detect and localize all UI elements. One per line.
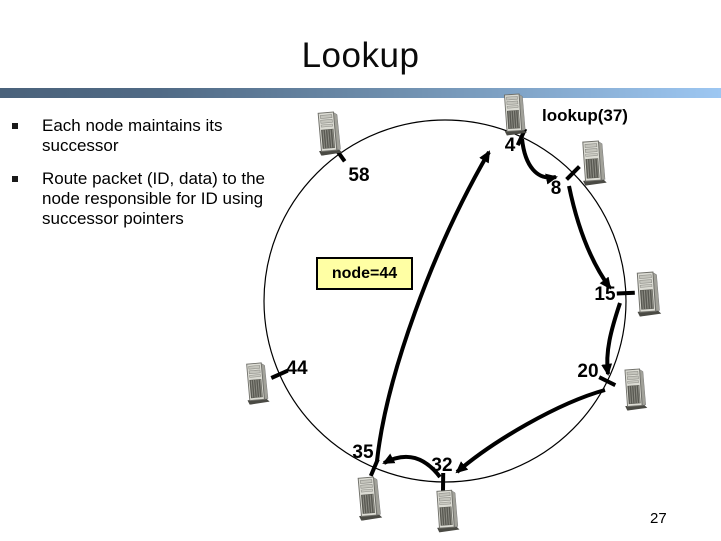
computer-icon-node-20 [622,368,648,411]
computer-icon-node-32 [434,489,461,533]
computer-icons [243,93,662,533]
route-arrows [375,138,622,479]
node-label-4: 4 [504,135,516,156]
bullet-list: Each node maintains its successor Route … [10,116,310,242]
tick-node-44 [270,368,289,380]
computer-icon-node-44 [243,362,271,405]
bullet-square-icon [12,123,18,129]
computer-icon-node-58 [315,111,343,157]
tick-node-15 [616,290,635,296]
bullet-text: Each node maintains its successor [42,116,223,155]
computer-icon-node-15 [634,271,662,317]
reply-arrow-35-4 [375,150,491,462]
node-label-32: 32 [431,455,453,476]
bullet-item: Each node maintains its successor [10,116,310,156]
computer-icon-node-8 [579,140,608,186]
route-arrow-32-35 [382,453,442,479]
node-label-35: 35 [352,442,374,463]
route-arrow-4-8 [520,138,558,185]
bullet-text: Route packet (ID, data) to the node resp… [42,169,266,228]
bullet-square-icon [12,176,18,182]
page-number: 27 [650,510,667,527]
slide-title: Lookup [301,36,420,75]
computer-icon-node-4 [501,93,528,136]
title-divider-bar [0,88,721,98]
route-arrow-8-15 [567,185,612,290]
node-label-15: 15 [594,284,616,305]
node-label-8: 8 [550,178,562,199]
node-label-44: 44 [286,358,308,379]
node-label-20: 20 [577,361,599,382]
lookup-annotation: lookup(37) [542,106,628,125]
route-arrow-20-32 [455,388,606,474]
lookup-result-box: node=44 [316,257,413,290]
tick-node-8 [565,165,581,181]
computer-icon-node-35 [355,476,383,522]
bullet-item: Route packet (ID, data) to the node resp… [10,169,310,229]
node-label-58: 58 [348,165,370,186]
route-arrow-15-20 [601,302,622,376]
tick-node-35 [368,458,380,477]
tick-node-20 [598,375,617,387]
